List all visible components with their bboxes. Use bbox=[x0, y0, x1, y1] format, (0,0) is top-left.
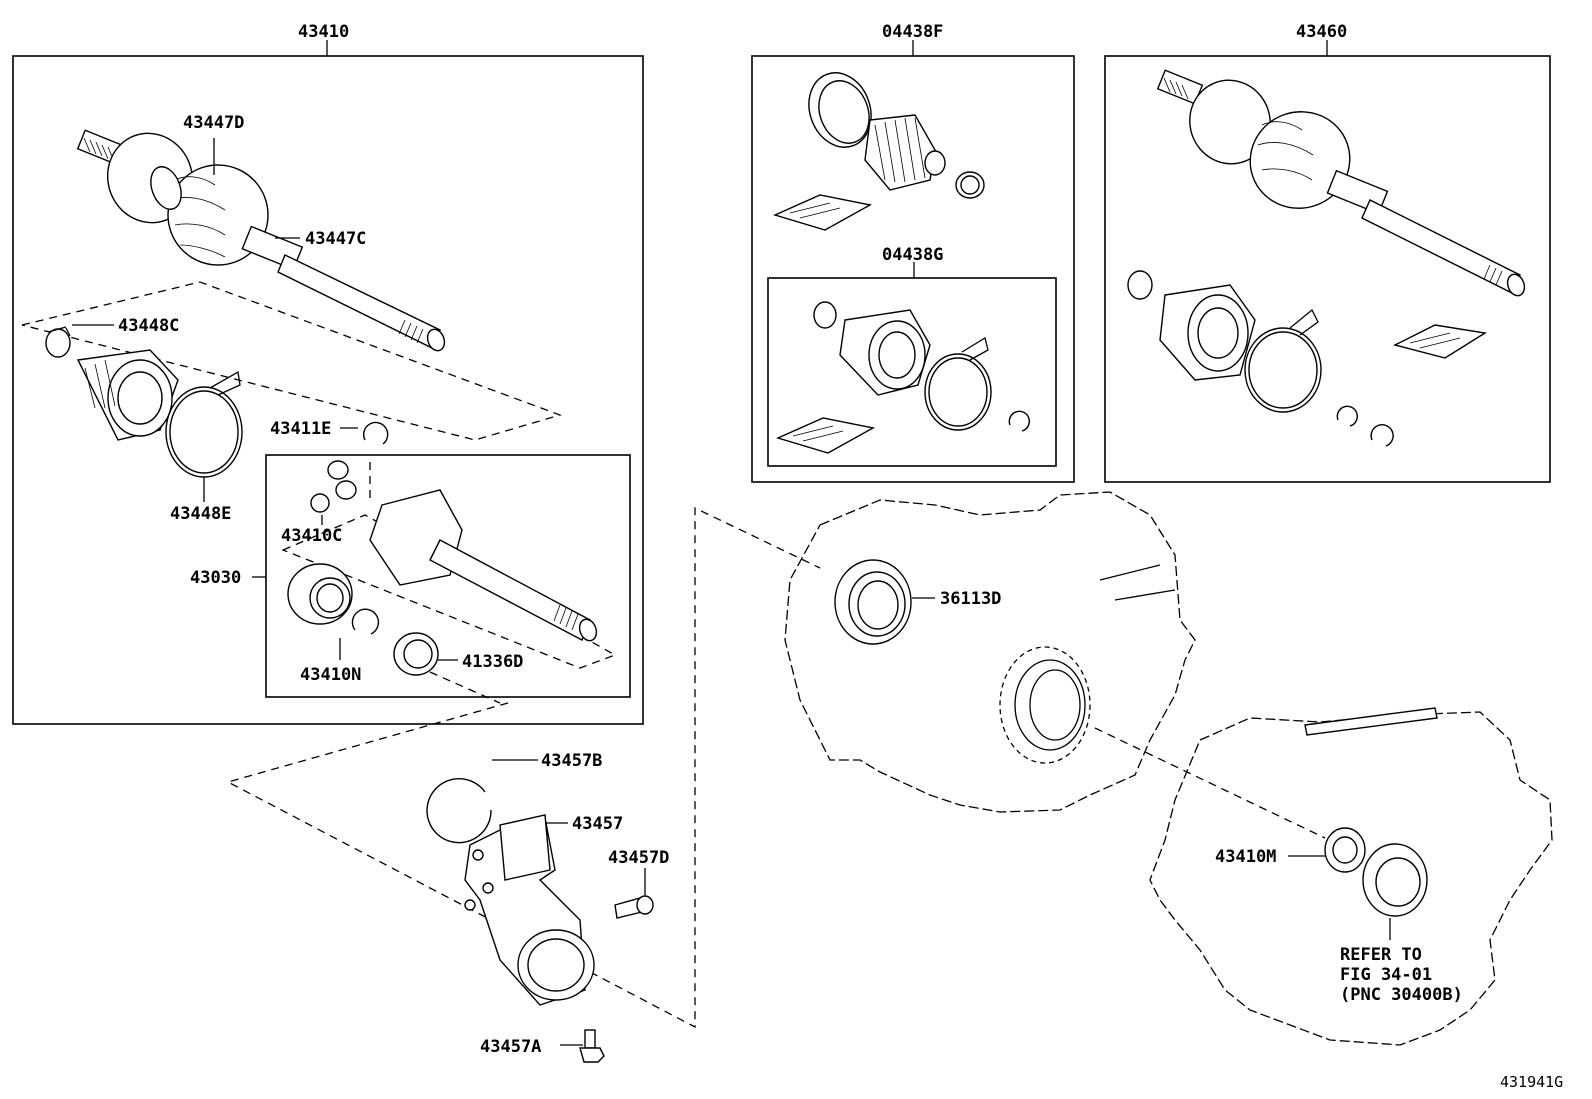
callout-43457D: 43457D bbox=[608, 848, 669, 868]
callout-43447D: 43447D bbox=[183, 113, 244, 133]
figure-id: 431941G bbox=[1500, 1073, 1563, 1091]
group-box-04438G bbox=[767, 277, 1057, 467]
group-box-43030 bbox=[265, 454, 631, 698]
refer-note-line3: (PNC 30400B) bbox=[1340, 985, 1463, 1005]
group-label-43030: 43030 bbox=[190, 568, 241, 588]
inner-joint-housing bbox=[369, 489, 598, 642]
callout-43411E: 43411E bbox=[270, 419, 331, 439]
driveshaft-43460 bbox=[1156, 69, 1526, 297]
kit-04438G-parts bbox=[775, 301, 1031, 454]
bolt-43457D bbox=[614, 895, 654, 919]
bolt-43457A bbox=[579, 1029, 605, 1063]
band-43448E bbox=[165, 370, 243, 478]
callout-43457A: 43457A bbox=[480, 1037, 541, 1057]
bearing-bracket-43457 bbox=[464, 814, 595, 1006]
kit-43460-parts bbox=[1127, 270, 1487, 447]
callout-43448C: 43448C bbox=[118, 316, 179, 336]
callout-43410C: 43410C bbox=[281, 526, 342, 546]
clamp-43448C bbox=[45, 326, 71, 358]
callout-43457B: 43457B bbox=[541, 751, 602, 771]
snap-ring-43457B bbox=[426, 778, 492, 844]
transaxle-case bbox=[784, 491, 1196, 813]
callout-36113D: 36113D bbox=[940, 589, 1001, 609]
callout-43410N: 43410N bbox=[300, 665, 361, 685]
callout-43447C: 43447C bbox=[305, 229, 366, 249]
seal-41336D bbox=[393, 632, 439, 676]
group-box-43410 bbox=[12, 55, 644, 725]
bearing-outer-ring bbox=[287, 563, 353, 625]
callout-43457: 43457 bbox=[572, 814, 623, 834]
refer-note-line2: FIG 34-01 bbox=[1340, 965, 1432, 985]
tripod-joint-43410C bbox=[310, 460, 357, 513]
right-housing bbox=[1149, 707, 1553, 1046]
refer-note-line1: REFER TO bbox=[1340, 945, 1422, 965]
callout-43410M: 43410M bbox=[1215, 847, 1276, 867]
callout-41336D: 41336D bbox=[462, 652, 523, 672]
kit-04438F-parts bbox=[772, 72, 985, 231]
snap-ring-43411E bbox=[362, 421, 389, 445]
dashed-outline-boot-kit bbox=[21, 281, 563, 441]
boot-43448 bbox=[76, 349, 179, 441]
dashed-outline-inner-joint bbox=[281, 514, 617, 669]
dashed-guide-bracket bbox=[226, 506, 821, 1029]
snap-ring-43410N bbox=[351, 608, 380, 635]
group-label-04438F: 04438F bbox=[882, 22, 943, 42]
group-label-04438G: 04438G bbox=[882, 245, 943, 265]
callout-43448E: 43448E bbox=[170, 504, 231, 524]
group-label-43410: 43410 bbox=[298, 22, 349, 42]
group-label-43460: 43460 bbox=[1296, 22, 1347, 42]
driveshaft-43410 bbox=[76, 129, 446, 352]
